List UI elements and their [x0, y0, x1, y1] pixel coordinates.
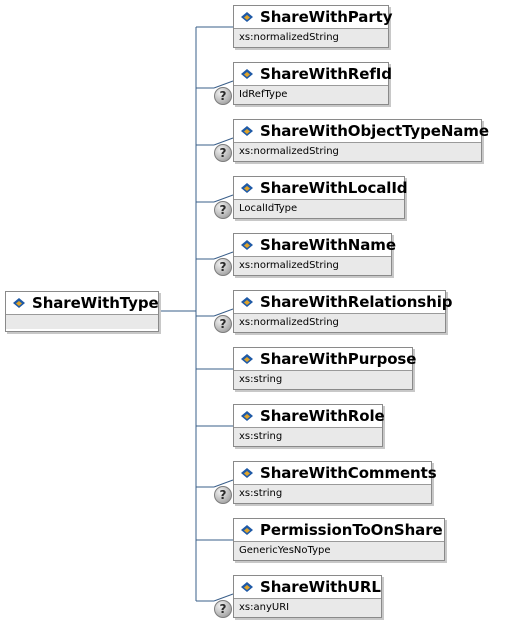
child-element-name: ShareWithComments [260, 464, 437, 482]
child-element-name: ShareWithRelationship [260, 293, 453, 311]
element-icon [241, 353, 253, 364]
optional-marker-icon: ? [214, 87, 232, 105]
child-element-sharewithurl[interactable]: ShareWithURL xs:anyURI [233, 575, 382, 618]
child-element-name: ShareWithObjectTypeName [260, 122, 489, 140]
element-icon [241, 467, 253, 478]
root-element-name: ShareWithType [32, 294, 159, 312]
child-element-name: ShareWithName [260, 236, 396, 254]
root-element-header: ShareWithType [6, 292, 159, 315]
child-element-name: ShareWithLocalId [260, 179, 408, 197]
child-element-type: xs:string [234, 485, 431, 503]
optional-marker-icon: ? [214, 486, 232, 504]
element-icon [241, 68, 253, 79]
element-icon [241, 239, 253, 250]
child-element-type: LocalIdType [234, 200, 404, 218]
element-icon [241, 296, 253, 307]
child-element-name: ShareWithURL [260, 578, 381, 596]
element-icon [241, 581, 253, 592]
child-element-sharewithcomments[interactable]: ShareWithComments xs:string [233, 461, 437, 504]
child-element-header: ShareWithURL [234, 576, 381, 599]
connector-branch [213, 251, 234, 260]
child-element-header: ShareWithLocalId [234, 177, 408, 200]
child-element-header: PermissionToOnShare [234, 519, 444, 542]
child-element-header: ShareWithPurpose [234, 348, 416, 371]
connector-branch [213, 194, 234, 203]
child-element-type: xs:string [234, 371, 412, 389]
child-element-type: IdRefType [234, 86, 388, 104]
child-element-header: ShareWithObjectTypeName [234, 120, 489, 143]
element-icon [13, 297, 25, 308]
child-element-name: ShareWithPurpose [260, 350, 417, 368]
connector-branch [213, 479, 234, 488]
child-element-header: ShareWithRole [234, 405, 385, 428]
child-element-type: xs:normalizedString [234, 143, 481, 161]
element-icon [241, 182, 253, 193]
child-element-name: PermissionToOnShare [260, 521, 443, 539]
element-icon [241, 11, 253, 22]
child-element-header: ShareWithComments [234, 462, 437, 485]
child-element-name: ShareWithRole [260, 407, 385, 425]
element-icon [241, 524, 253, 535]
child-element-sharewithobjecttypename[interactable]: ShareWithObjectTypeName xs:normalizedStri… [233, 119, 489, 162]
child-element-header: ShareWithName [234, 234, 396, 257]
child-element-type: GenericYesNoType [234, 542, 444, 560]
child-element-type: xs:normalizedString [234, 257, 391, 275]
element-icon [241, 410, 253, 421]
connector-branch [213, 593, 234, 602]
child-element-sharewithname[interactable]: ShareWithName xs:normalizedString [233, 233, 396, 276]
child-element-sharewithpurpose[interactable]: ShareWithPurpose xs:string [233, 347, 416, 390]
child-element-type: xs:normalizedString [234, 29, 388, 47]
root-element-sharewithtype[interactable]: ShareWithType [5, 291, 159, 332]
connector-branch [213, 308, 234, 317]
child-element-header: ShareWithParty [234, 6, 392, 29]
child-element-header: ShareWithRefId [234, 63, 392, 86]
optional-marker-icon: ? [214, 201, 232, 219]
child-element-type: xs:normalizedString [234, 314, 445, 332]
child-element-type: xs:string [234, 428, 382, 446]
optional-marker-icon: ? [214, 600, 232, 618]
root-element-type [6, 315, 158, 329]
optional-marker-icon: ? [214, 315, 232, 333]
child-element-sharewithparty[interactable]: ShareWithParty xs:normalizedString [233, 5, 392, 48]
optional-marker-icon: ? [214, 258, 232, 276]
child-element-name: ShareWithRefId [260, 65, 392, 83]
connector-branch [213, 137, 234, 146]
child-element-type: xs:anyURI [234, 599, 381, 617]
child-element-sharewithrole[interactable]: ShareWithRole xs:string [233, 404, 385, 447]
element-icon [241, 125, 253, 136]
child-element-header: ShareWithRelationship [234, 291, 452, 314]
child-element-sharewithrelationship[interactable]: ShareWithRelationship xs:normalizedString [233, 290, 452, 333]
connector-branch [213, 80, 234, 89]
child-element-name: ShareWithParty [260, 8, 393, 26]
optional-marker-icon: ? [214, 144, 232, 162]
